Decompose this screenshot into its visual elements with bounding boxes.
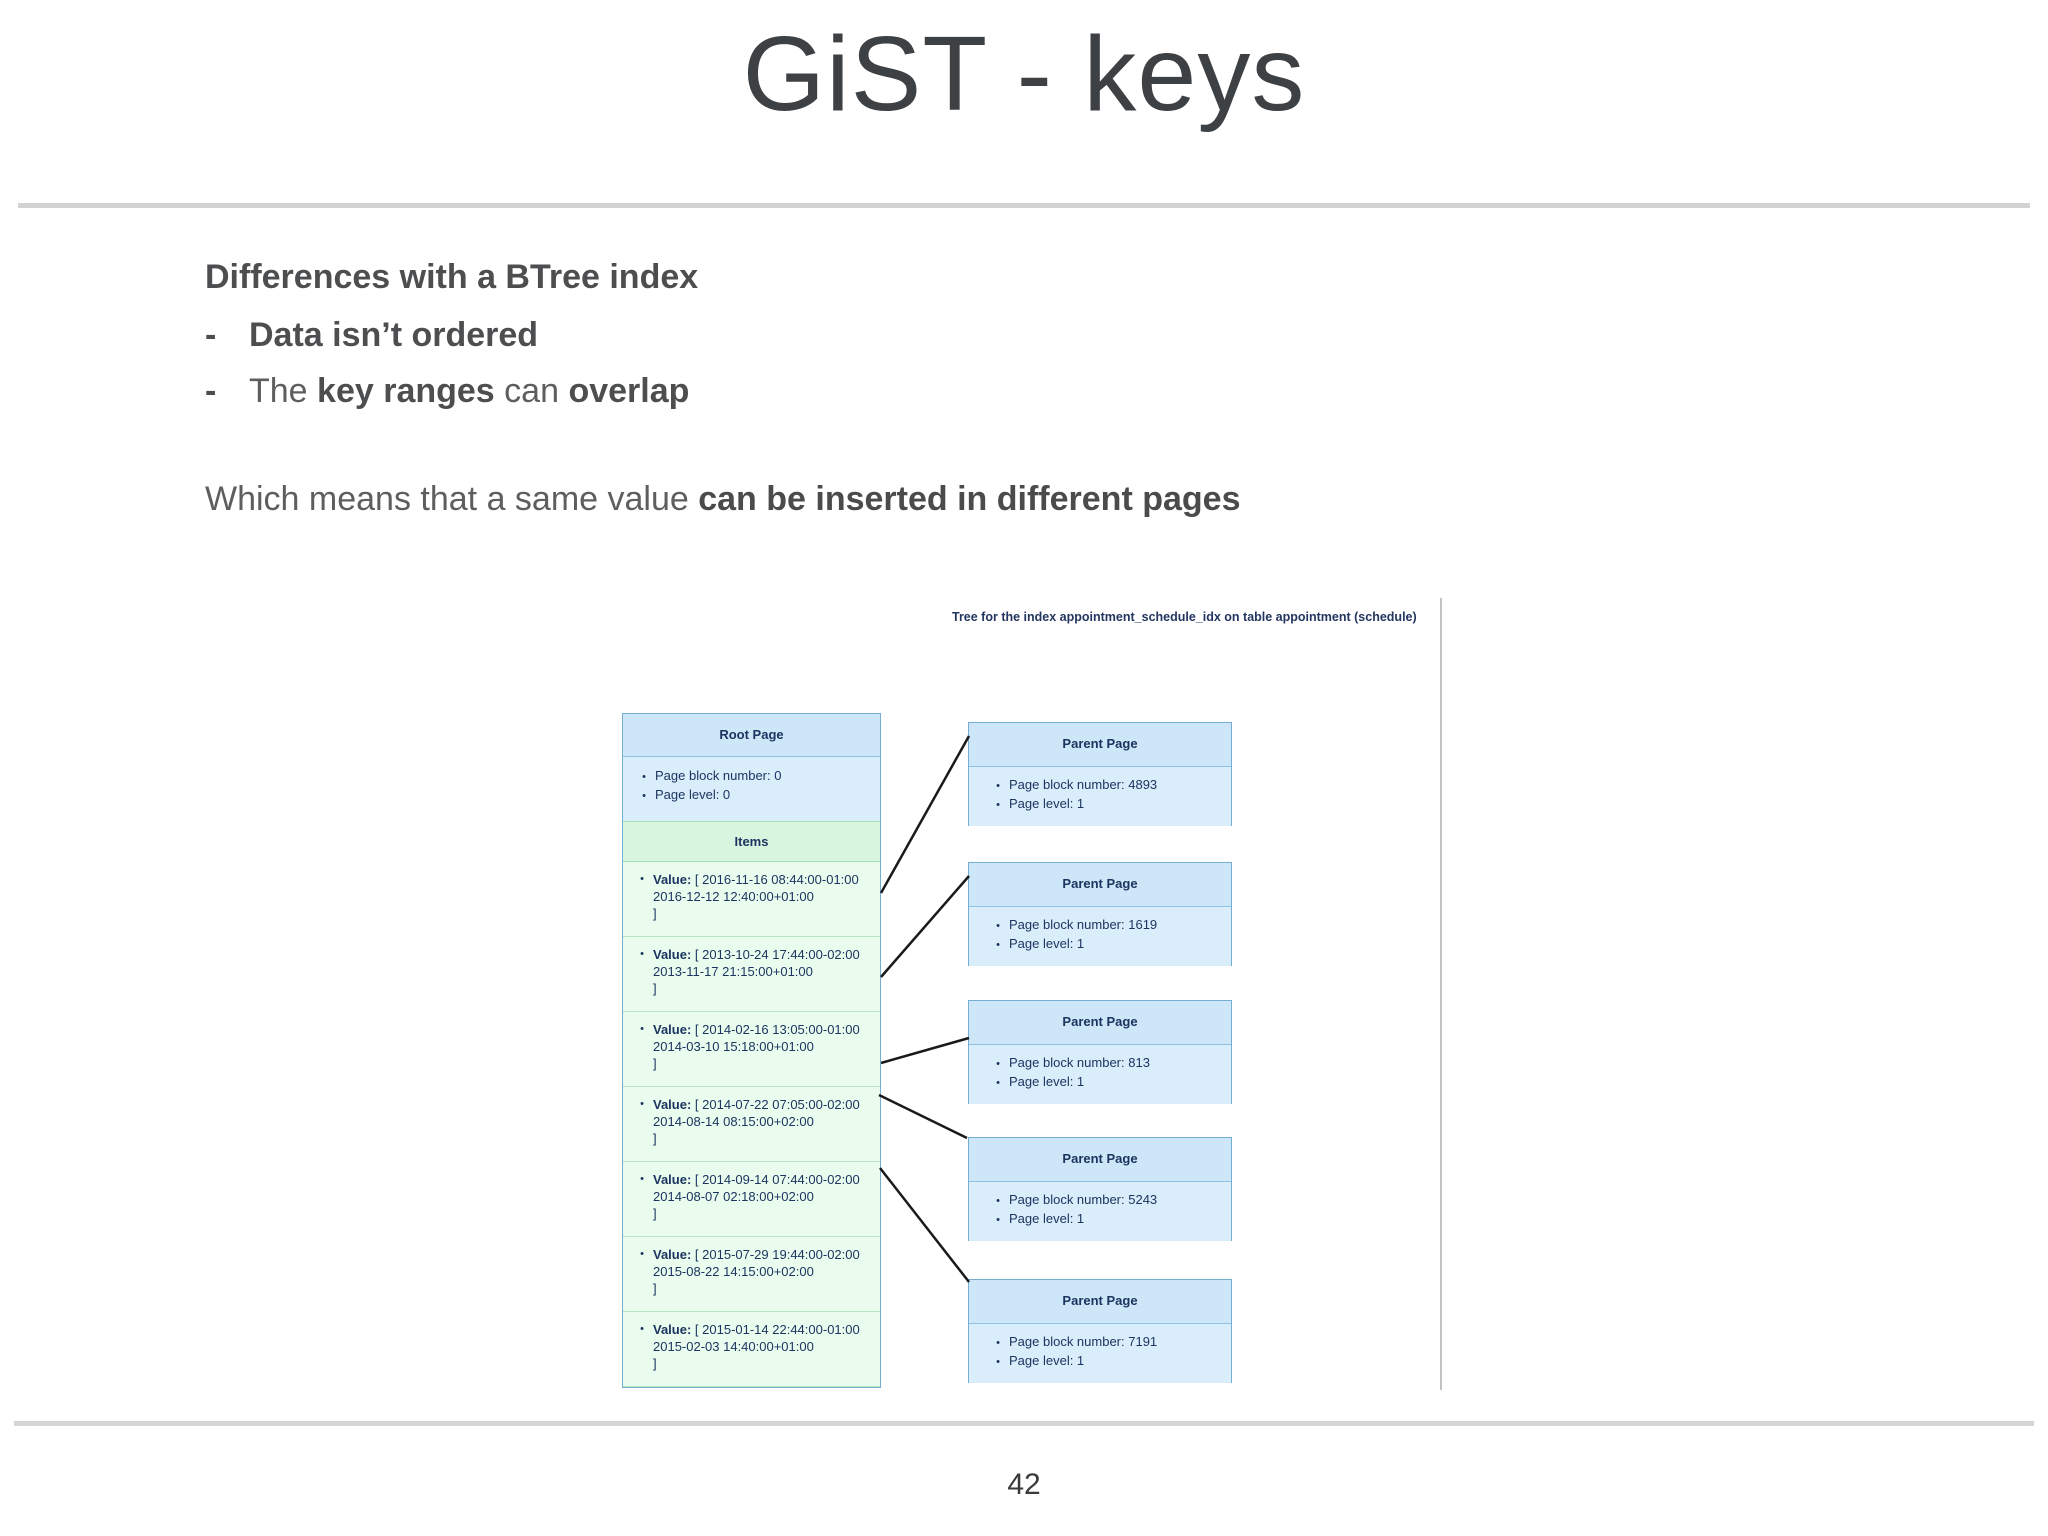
bullet-icon: • (640, 1023, 644, 1035)
bullet-text: Data isn’t ordered (249, 316, 539, 354)
item-row: • Value: [ 2014-09-14 07:44:00-02:00 201… (623, 1162, 880, 1237)
bullet-icon: • (996, 920, 1000, 932)
parent-page-node-5: Parent Page •Page block number: 7191 •Pa… (968, 1279, 1232, 1383)
bullet-icon: • (640, 1098, 644, 1110)
bullet-icon: • (996, 799, 1000, 811)
dash-bullet-icon: - (205, 316, 217, 354)
item-row: • Value: [ 2014-07-22 07:05:00-02:00 201… (623, 1087, 880, 1162)
parent-page-header: Parent Page (969, 1138, 1231, 1182)
bullet-icon: • (642, 771, 646, 783)
page-title: GiST - keys (742, 15, 1306, 133)
bullet-icon: • (640, 1323, 644, 1335)
parent-page-node-3: Parent Page •Page block number: 813 •Pag… (968, 1000, 1232, 1104)
item-row: • Value: [ 2015-07-29 19:44:00-02:00 201… (623, 1237, 880, 1312)
diagram-caption: Tree for the index appointment_schedule_… (952, 610, 1417, 624)
bullet-icon: • (996, 1077, 1000, 1089)
bullet-icon: • (996, 1195, 1000, 1207)
item-row: • Value: [ 2014-02-16 13:05:00-01:00 201… (623, 1012, 880, 1087)
bullet-icon: • (642, 790, 646, 802)
item-row: • Value: [ 2016-11-16 08:44:00-01:00 201… (623, 862, 880, 937)
items-header: Items (623, 821, 880, 862)
root-page-header: Root Page (623, 714, 880, 757)
summary-paragraph: Which means that a same value can be ins… (205, 480, 1241, 518)
parent-page-info: •Page block number: 1619 •Page level: 1 (969, 907, 1231, 966)
parent-page-header: Parent Page (969, 723, 1231, 767)
parent-page-header: Parent Page (969, 1280, 1231, 1324)
parent-page-node-2: Parent Page •Page block number: 1619 •Pa… (968, 862, 1232, 966)
parent-page-info: •Page block number: 4893 •Page level: 1 (969, 767, 1231, 826)
diagram-right-border (1440, 598, 1442, 1390)
bullet-icon: • (640, 873, 644, 885)
bullet-item-1: - Data isn’t ordered (205, 316, 538, 355)
item-row: • Value: [ 2013-10-24 17:44:00-02:00 201… (623, 937, 880, 1012)
parent-page-header: Parent Page (969, 1001, 1231, 1045)
bullet-icon: • (640, 1248, 644, 1260)
parent-page-info: •Page block number: 813 •Page level: 1 (969, 1045, 1231, 1104)
parent-page-node-1: Parent Page •Page block number: 4893 •Pa… (968, 722, 1232, 826)
item-row: • Value: [ 2015-01-14 22:44:00-01:00 201… (623, 1312, 880, 1387)
info-line: • Page level: 0 (633, 786, 874, 805)
bullet-icon: • (996, 780, 1000, 792)
section-heading: Differences with a BTree index (205, 258, 699, 296)
parent-page-info: •Page block number: 5243 •Page level: 1 (969, 1182, 1231, 1241)
title-divider (18, 203, 2030, 208)
root-page-node: Root Page • Page block number: 0 • Page … (622, 713, 881, 1388)
bullet-item-2: - The key ranges can overlap (205, 372, 689, 411)
page-number: 42 (1007, 1468, 1041, 1501)
bullet-icon: • (996, 1058, 1000, 1070)
info-line: • Page block number: 0 (633, 767, 874, 786)
parent-page-header: Parent Page (969, 863, 1231, 907)
bullet-icon: • (996, 1356, 1000, 1368)
root-page-info: • Page block number: 0 • Page level: 0 (623, 757, 880, 821)
footer-divider (14, 1421, 2034, 1426)
bullet-text: The key ranges can overlap (249, 372, 690, 410)
dash-bullet-icon: - (205, 372, 217, 410)
bullet-icon: • (640, 948, 644, 960)
parent-page-info: •Page block number: 7191 •Page level: 1 (969, 1324, 1231, 1383)
bullet-icon: • (996, 1214, 1000, 1226)
bullet-icon: • (996, 1337, 1000, 1349)
bullet-icon: • (996, 939, 1000, 951)
bullet-icon: • (640, 1173, 644, 1185)
parent-page-node-4: Parent Page •Page block number: 5243 •Pa… (968, 1137, 1232, 1241)
